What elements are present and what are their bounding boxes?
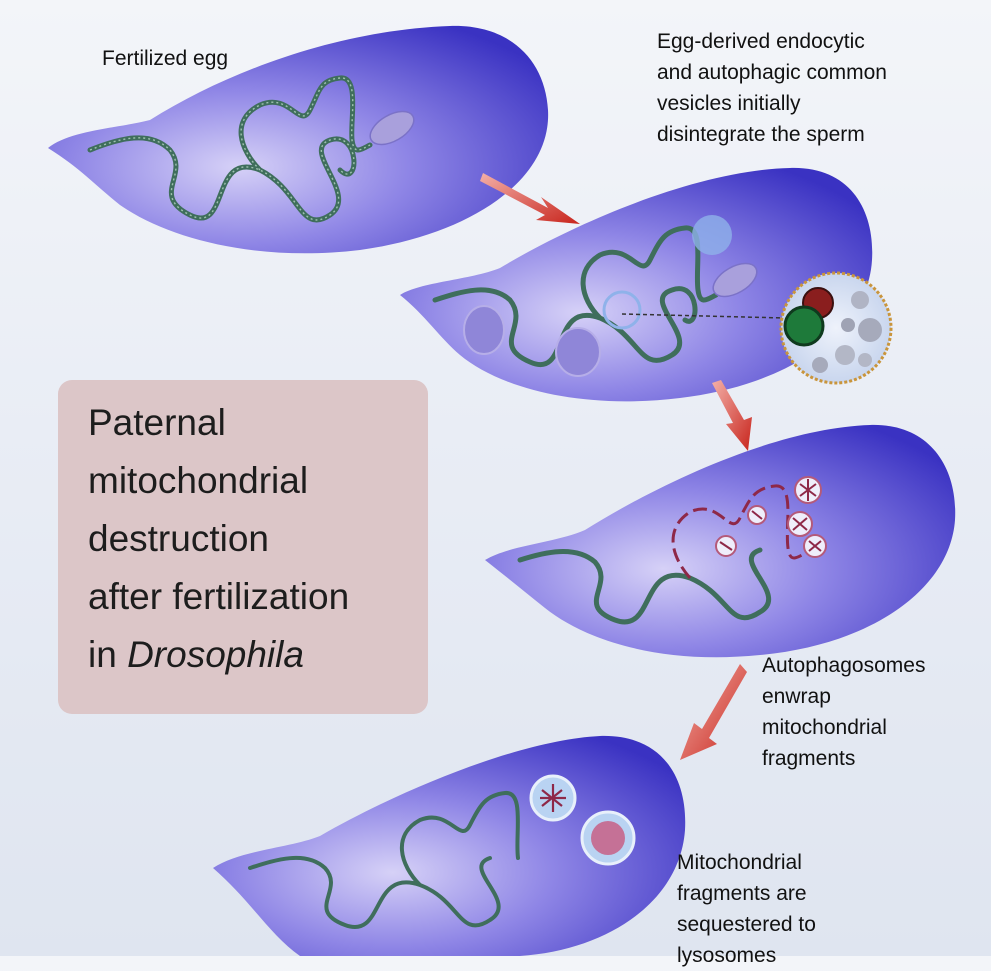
arrow-1	[480, 173, 580, 224]
egg-body	[400, 167, 873, 402]
mito-fragment-in-lysosome	[540, 784, 566, 812]
title-line: destruction	[88, 518, 269, 559]
vesicle-on-strand	[602, 290, 642, 330]
sperm-strand	[432, 225, 719, 367]
label-fertilized-egg: Fertilized egg	[102, 47, 229, 70]
vesicle-fragment	[555, 327, 601, 377]
title-line: Paternal	[88, 402, 226, 443]
title-line: mitochondrial	[88, 460, 309, 501]
title-species: Drosophila	[127, 634, 304, 675]
egg-step-3	[485, 424, 956, 658]
vesicle-fragment	[463, 305, 505, 355]
sperm-head	[712, 262, 758, 298]
arrow-3	[680, 664, 747, 760]
autophagosome	[747, 505, 767, 525]
title-box: Paternal mitochondrial destruction after…	[58, 380, 428, 714]
zoom-inset	[779, 271, 893, 385]
sperm-strand-highlight	[89, 77, 371, 221]
label-step-3: Mitochondrial fragments are sequestered …	[677, 851, 816, 967]
arrow-2	[712, 380, 752, 451]
mito-fragment-in-lysosome	[591, 821, 625, 855]
title-line: in Drosophila	[88, 626, 408, 684]
egg-fertilized	[48, 25, 549, 254]
vesicle	[692, 215, 732, 255]
mito-fragments	[671, 484, 807, 579]
sperm-strand	[517, 547, 771, 625]
label-step-2: Autophagosomes enwrap mitochondrial frag…	[762, 654, 926, 770]
callout-line	[621, 313, 786, 319]
title-prefix: in	[88, 634, 128, 675]
autophagosome	[794, 476, 822, 504]
autophagosome	[787, 511, 813, 537]
egg-step-2	[400, 167, 893, 402]
sperm-head	[369, 110, 415, 146]
autophagosome	[715, 535, 737, 557]
mitochondrion-green	[783, 305, 825, 347]
title-line: after fertilization	[88, 576, 350, 617]
autophagosome	[803, 534, 827, 558]
egg-step-4	[213, 735, 686, 956]
sperm-strand	[248, 791, 520, 929]
label-step-1: Egg-derived endocytic and autophagic com…	[657, 30, 887, 146]
